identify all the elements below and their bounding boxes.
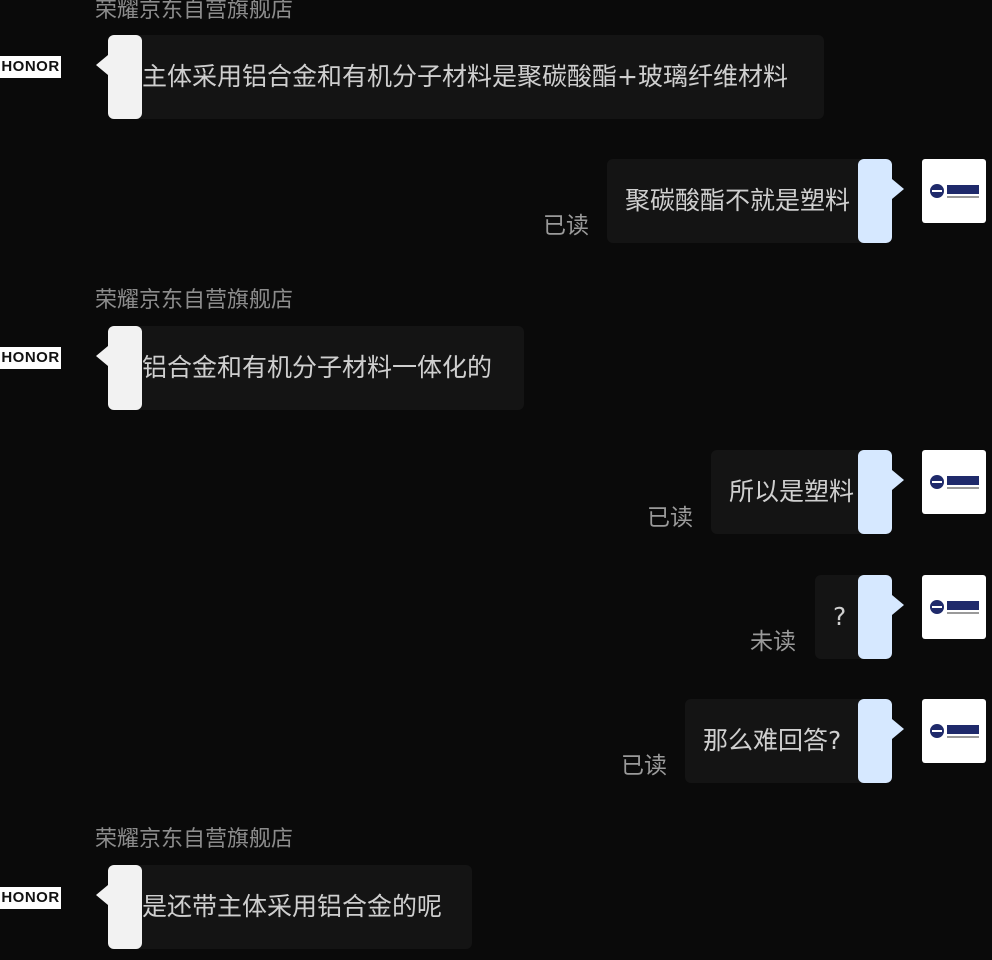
store-logo-icon [930,184,979,198]
my-avatar[interactable] [922,575,986,639]
my-avatar[interactable] [922,159,986,223]
outgoing-message-bubble[interactable]: 那么难回答? [685,699,892,783]
incoming-bubble-tail [96,326,142,410]
incoming-message-bubble[interactable]: 铝合金和有机分子材料一体化的 [108,326,524,410]
incoming-message-bubble[interactable]: 主体采用铝合金和有机分子材料是聚碳酸酯+玻璃纤维材料 [108,35,824,119]
sender-name: 荣耀京东自营旗舰店 [95,288,294,313]
store-logo-icon [930,724,979,738]
honor-logo[interactable]: HONOR [0,887,61,909]
outgoing-message-bubble[interactable]: 聚碳酸酯不就是塑料 [607,159,892,243]
message-text: 那么难回答? [703,726,842,755]
message-text: 聚碳酸酯不就是塑料 [625,186,851,215]
read-status: 已读 [543,213,589,239]
honor-logo[interactable]: HONOR [0,56,61,78]
message-text: 所以是塑料 [729,477,855,506]
sender-name: 荣耀京东自营旗舰店 [95,0,294,23]
incoming-bubble-tail [96,865,142,949]
incoming-message-bubble[interactable]: 是还带主体采用铝合金的呢 [108,865,472,949]
store-logo-icon [930,600,979,614]
read-status: 已读 [647,505,693,531]
honor-logo[interactable]: HONOR [0,347,61,369]
read-status: 未读 [750,629,796,655]
outgoing-bubble-tail [858,575,904,659]
message-text: ? [833,602,847,631]
outgoing-bubble-tail [858,159,904,243]
store-logo-icon [930,475,979,489]
read-status: 已读 [621,753,667,779]
message-text: 铝合金和有机分子材料一体化的 [142,353,493,382]
sender-name: 荣耀京东自营旗舰店 [95,827,294,852]
outgoing-bubble-tail [858,450,904,534]
outgoing-bubble-tail [858,699,904,783]
incoming-bubble-tail [96,35,142,119]
message-text: 是还带主体采用铝合金的呢 [142,892,443,921]
my-avatar[interactable] [922,450,986,514]
my-avatar[interactable] [922,699,986,763]
message-text: 主体采用铝合金和有机分子材料是聚碳酸酯+玻璃纤维材料 [142,62,788,91]
